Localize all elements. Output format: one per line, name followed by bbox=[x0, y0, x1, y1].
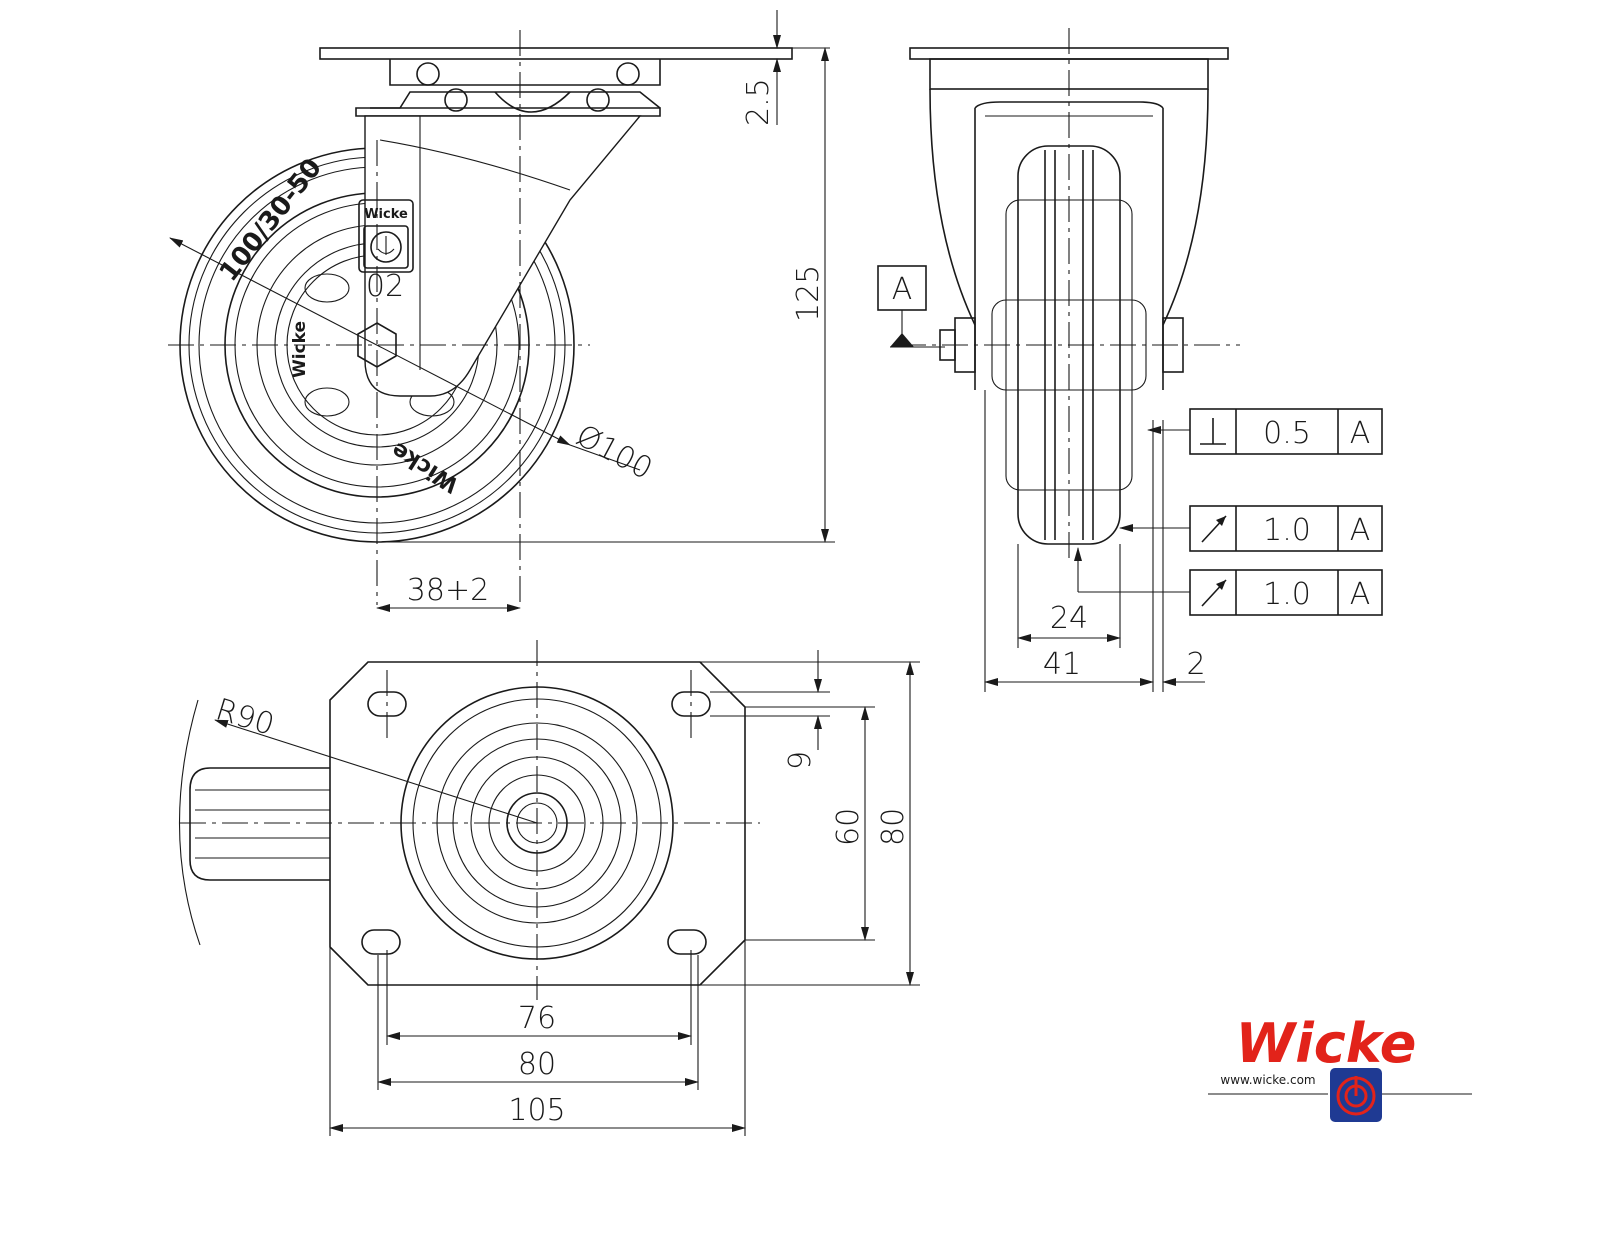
dim-total-height: 125 bbox=[791, 265, 826, 322]
tolerance-3-datum: A bbox=[1350, 577, 1371, 612]
dim-plate-width: 105 bbox=[508, 1093, 565, 1128]
rim-brand-bottom: Wicke bbox=[387, 437, 463, 497]
tolerance-1-datum: A bbox=[1350, 416, 1371, 451]
dim-side-gap: 2 bbox=[1186, 647, 1205, 682]
perpendicularity-icon bbox=[1200, 418, 1226, 445]
dim-hub-width: 41 bbox=[1043, 647, 1081, 682]
dim-offset: 38+2 bbox=[407, 573, 489, 608]
tolerance-3-value: 1.0 bbox=[1263, 577, 1311, 612]
tolerance-1-value: 0.5 bbox=[1263, 416, 1311, 451]
rim-brand-left: Wicke bbox=[290, 321, 310, 378]
front-view: A 24 41 2 bbox=[877, 28, 1240, 692]
datum-label: A bbox=[892, 272, 913, 307]
top-view: R90 9 60 80 76 80 105 bbox=[178, 640, 920, 1136]
dim-hole-dia: 9 bbox=[783, 751, 818, 770]
tolerance-frame-3: 1.0 A bbox=[1189, 569, 1383, 616]
dim-wheel-diameter: Ø100 bbox=[570, 418, 658, 487]
dim-tread-width: 24 bbox=[1050, 601, 1088, 636]
tolerance-frame-1: 0.5 A bbox=[1189, 408, 1383, 455]
dim-plate-radius: R90 bbox=[212, 692, 279, 743]
logo-wordmark: Wicke bbox=[1236, 1012, 1417, 1075]
logo-url: www.wicke.com bbox=[1220, 1073, 1315, 1087]
dim-bolt-spacing-x-outer: 80 bbox=[518, 1047, 556, 1082]
dim-plate-height: 80 bbox=[876, 808, 911, 846]
dim-plate-thickness: 2.5 bbox=[741, 78, 776, 126]
wheel-code: 02 bbox=[366, 269, 404, 304]
dim-bolt-spacing-x-inner: 76 bbox=[518, 1001, 556, 1036]
tolerance-2-value: 1.0 bbox=[1263, 513, 1311, 548]
wicke-logo: Wicke www.wicke.com bbox=[1208, 1012, 1472, 1122]
tolerance-2-datum: A bbox=[1350, 513, 1371, 548]
side-view: Wicke 02 100/30-50 Wicke Wicke Ø100 2.5 … bbox=[168, 10, 835, 612]
dim-bolt-spacing-y: 60 bbox=[831, 808, 866, 846]
bracket-brand: Wicke bbox=[364, 207, 408, 222]
tolerance-frame-2: 1.0 A bbox=[1189, 505, 1383, 552]
